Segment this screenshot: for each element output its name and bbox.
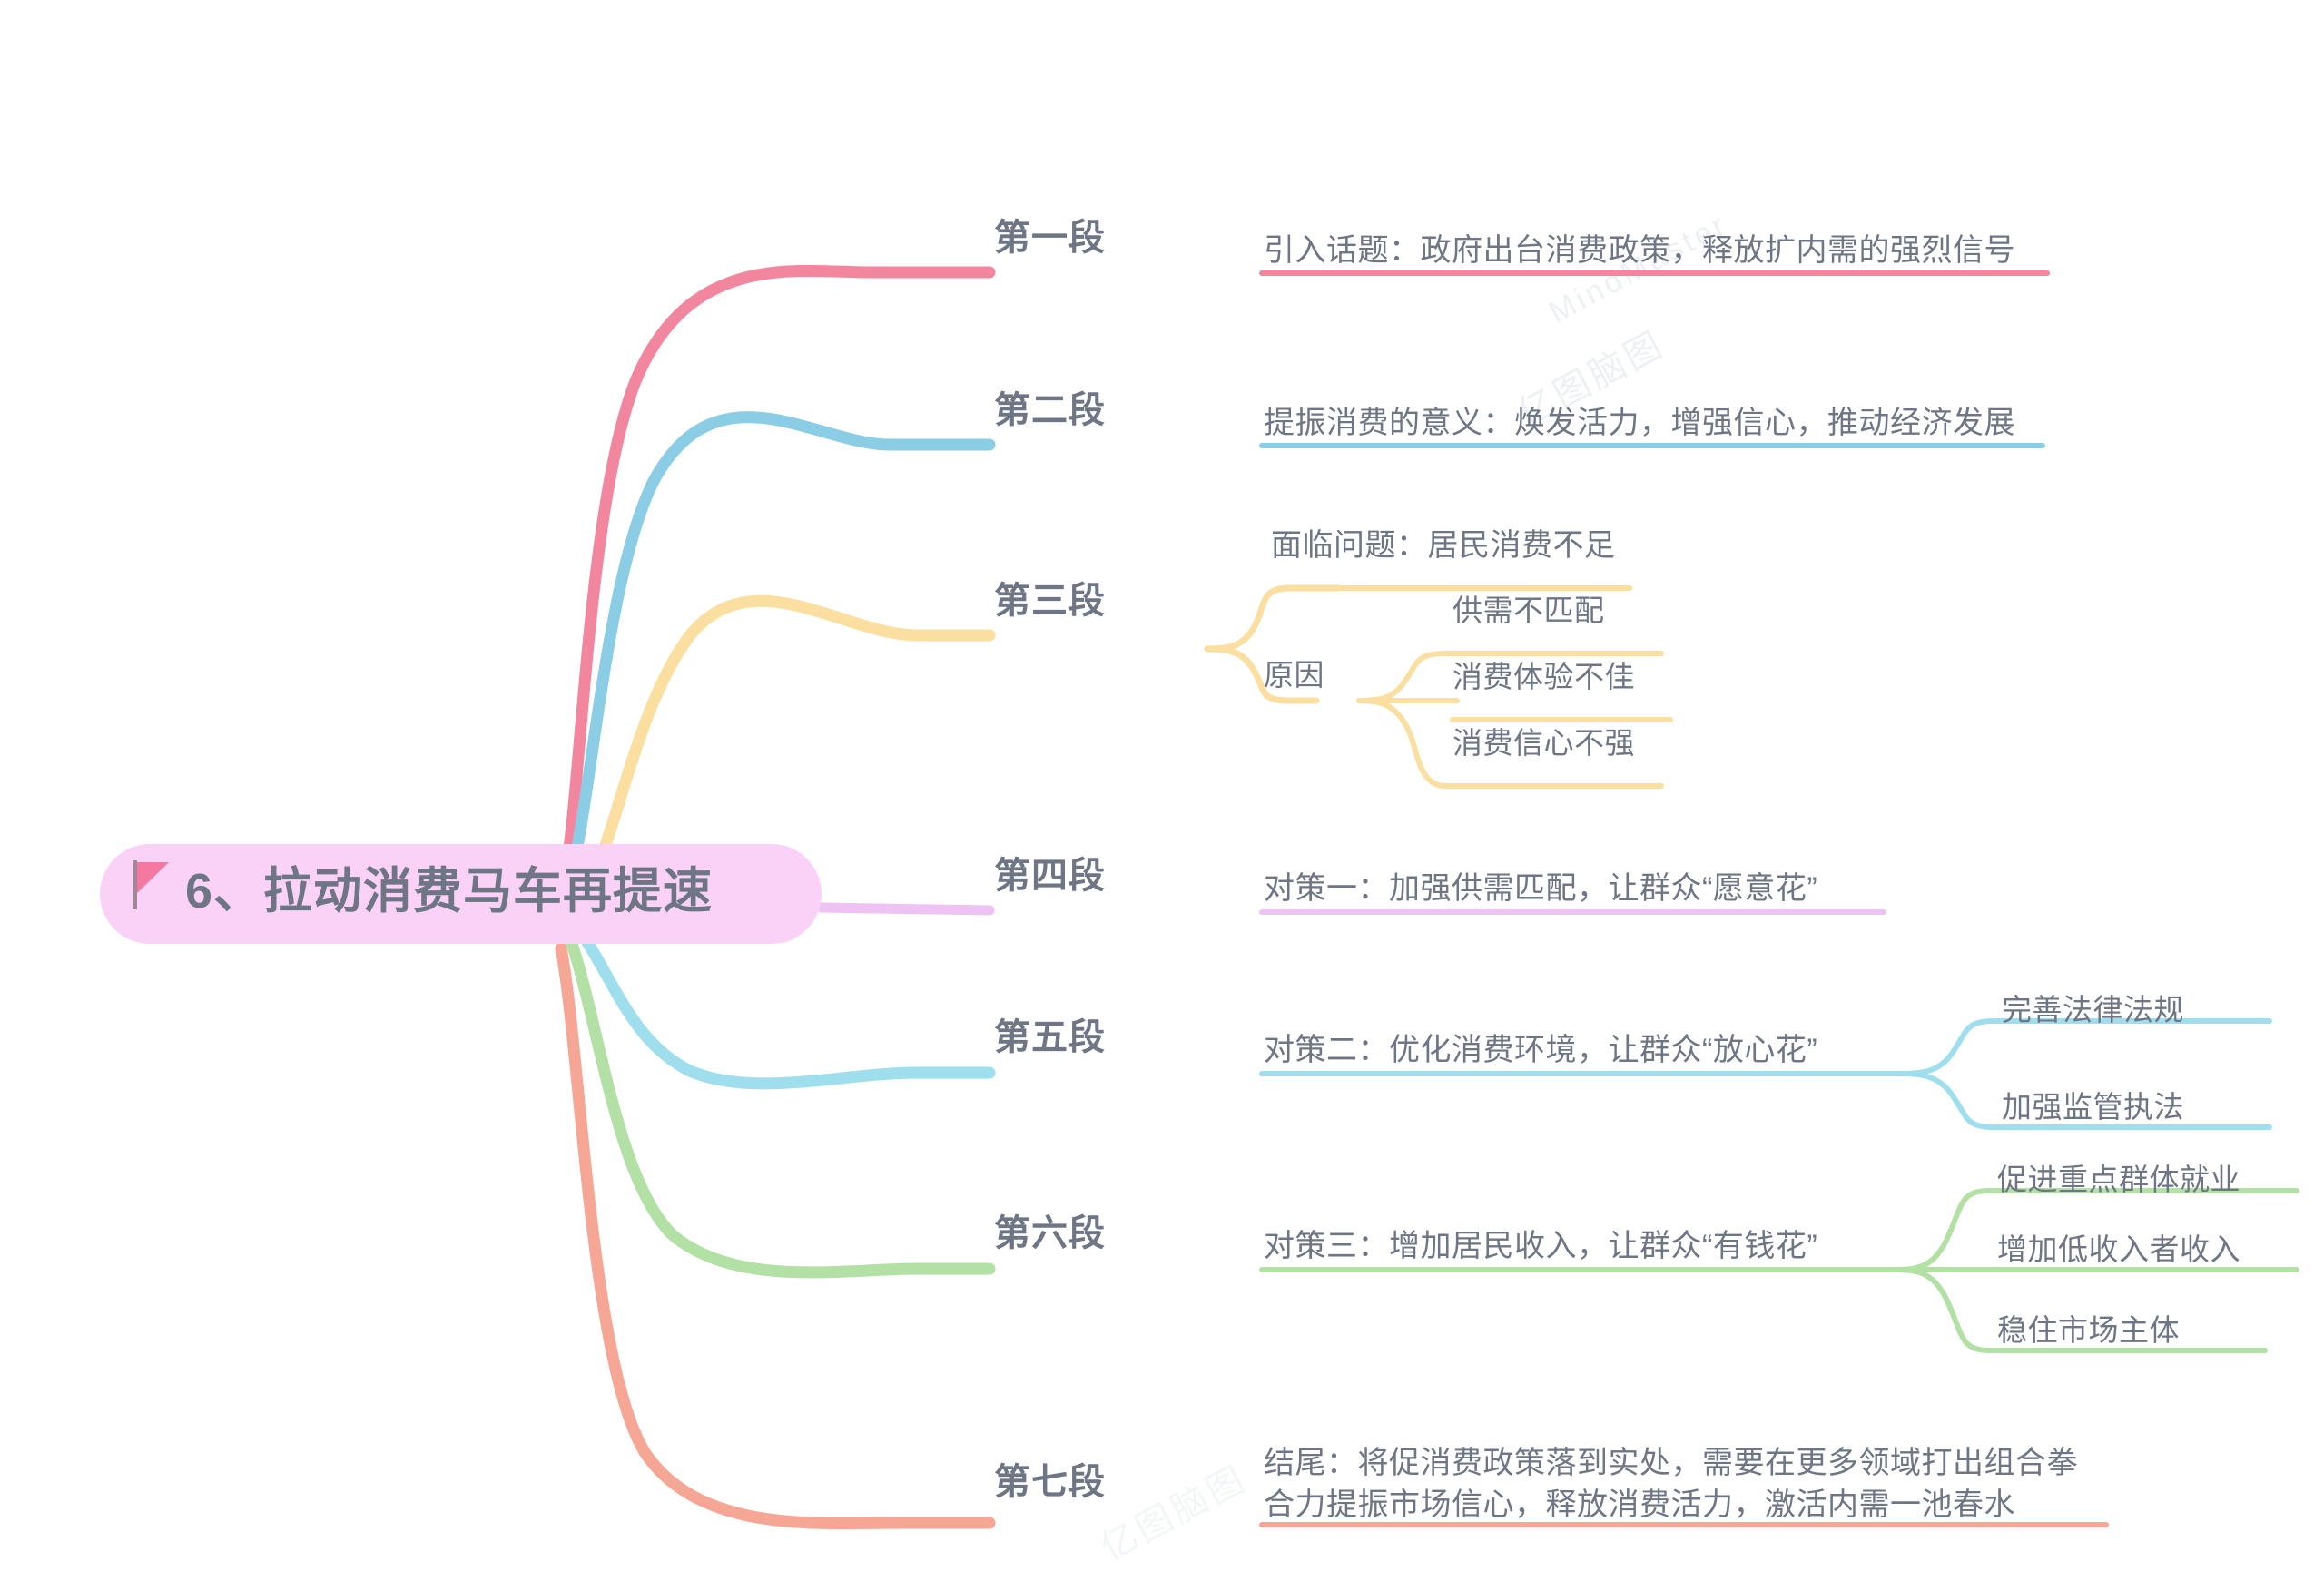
link-cause-3 xyxy=(1356,698,1464,789)
link-branch-5-sub-2 xyxy=(1899,1071,2014,1130)
branch-5-child-1[interactable]: 完善法律法规 xyxy=(2002,993,2184,1026)
branch-detail-3[interactable]: 面临问题：居民消费不足 xyxy=(1271,528,1616,563)
branch-title-5[interactable]: 第五段 xyxy=(994,1017,1106,1057)
branch-3-group-label[interactable]: 原因 xyxy=(1264,658,1324,692)
branch-3-child-2[interactable]: 消费体验不佳 xyxy=(1452,660,1635,693)
link-branch-6 xyxy=(566,938,996,1279)
link-branch-7 xyxy=(555,942,996,1530)
branch-title-2[interactable]: 第二段 xyxy=(994,390,1106,430)
link-branch-6-sub-3 xyxy=(1895,1267,2009,1353)
branch-title-3[interactable]: 第三段 xyxy=(994,581,1106,621)
branch-detail-4[interactable]: 对策一：加强供需匹配，让群众“愿意花” xyxy=(1264,871,1818,906)
link-branch-1 xyxy=(556,264,996,891)
branch-title-1[interactable]: 第一段 xyxy=(994,218,1106,258)
link-branch-2 xyxy=(561,411,996,896)
watermark-cn-2: 亿图脑图 xyxy=(1094,1458,1255,1569)
flag-icon xyxy=(131,859,172,916)
branch-detail-6[interactable]: 对策三：增加居民收入，让群众“有钱花” xyxy=(1264,1229,1818,1263)
branch-detail-7-line-2: 合力提振市场信心，释放消费活力，激活内需一池春水 xyxy=(1264,1487,2015,1522)
branch-detail-7[interactable]: 结尾：将促消费政策落到实处，需要在更多领域打出组合拳 合力提振市场信心，释放消费… xyxy=(1264,1443,2078,1526)
branch-6-child-1[interactable]: 促进重点群体就业 xyxy=(1997,1163,2240,1196)
branch-detail-2[interactable]: 提振消费的意义：焕发活力，增强信心，推动经济发展 xyxy=(1264,406,2015,440)
link-cause-1 xyxy=(1356,651,1464,703)
link-branch-3-fork xyxy=(1204,584,1343,653)
branch-detail-5[interactable]: 对策二：优化消费环境，让群众“放心花” xyxy=(1264,1033,1818,1067)
branch-6-child-2[interactable]: 增加低收入者收入 xyxy=(1997,1232,2240,1266)
branch-5-child-2[interactable]: 加强监管执法 xyxy=(2002,1090,2184,1124)
branch-title-6[interactable]: 第六段 xyxy=(994,1213,1106,1253)
link-branch-6-sub-1 xyxy=(1895,1188,2009,1272)
branch-detail-1[interactable]: 引入话题：政府出台消费政策，释放扩内需的强烈信号 xyxy=(1264,233,2015,268)
link-branch-4 xyxy=(816,902,995,916)
root-node[interactable]: 6、拉动消费马车再提速 xyxy=(100,844,822,944)
branch-6-child-3[interactable]: 稳住市场主体 xyxy=(1997,1313,2180,1347)
link-branch-5 xyxy=(579,933,996,1090)
branch-title-4[interactable]: 第四段 xyxy=(994,856,1106,896)
branch-3-child-3[interactable]: 消费信心不强 xyxy=(1452,726,1635,760)
root-label: 6、拉动消费马车再提速 xyxy=(185,864,714,919)
branch-3-child-1[interactable]: 供需不匹配 xyxy=(1452,594,1605,627)
link-branch-5-sub-1 xyxy=(1899,1018,2014,1076)
branch-detail-7-line-1: 结尾：将促消费政策落到实处，需要在更多领域打出组合拳 xyxy=(1264,1446,2078,1480)
branch-title-7[interactable]: 第七段 xyxy=(994,1462,1106,1502)
